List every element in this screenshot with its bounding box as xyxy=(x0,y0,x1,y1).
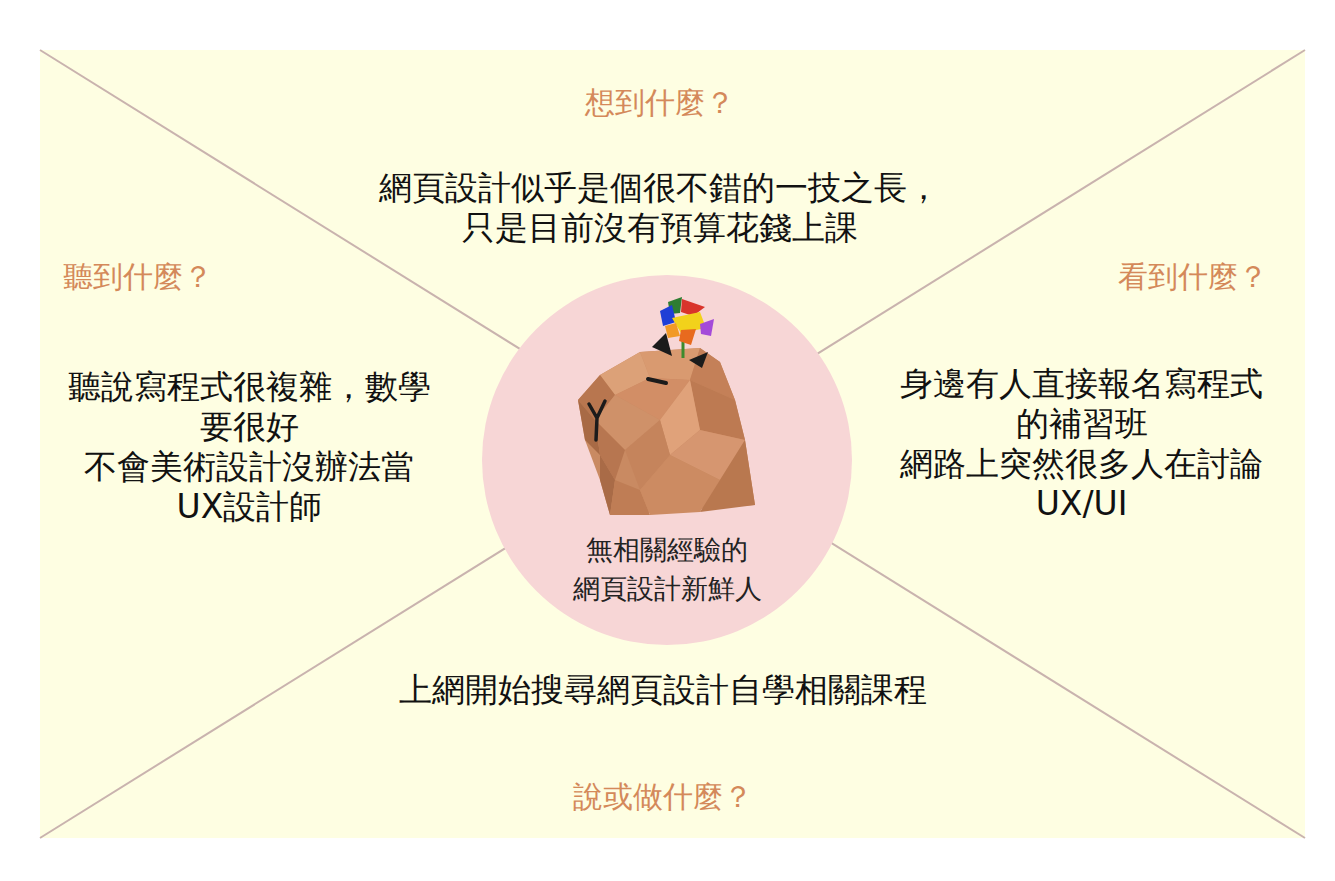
quadrant-body: 聽說寫程式很複雜，數學 要很好 不會美術設計沒辦法當 UX設計師 xyxy=(63,367,436,527)
capybara-ear xyxy=(652,333,672,356)
capybara-nose xyxy=(589,401,605,440)
map-quadrant: 看到什麼？ 身邊有人直接報名寫程式 的補習班 網路上突然很多人在討論 UX/UI xyxy=(895,257,1268,524)
map-quadrant: 想到什麼？ 網頁設計似乎是個很不錯的一技之長， 只是目前沒有預算花錢上課 xyxy=(375,83,946,248)
map-ground xyxy=(40,50,1305,838)
quadrant-heading: 說或做什麼？ xyxy=(573,777,753,817)
quadrant-body: 身邊有人直接報名寫程式 的補習班 網路上突然很多人在討論 UX/UI xyxy=(895,364,1268,524)
capybara-ear xyxy=(689,352,708,368)
quadrant-body: 網頁設計似乎是個很不錯的一技之長， 只是目前沒有預算花錢上課 xyxy=(375,168,946,248)
capybara-eye xyxy=(648,379,666,383)
persona-label: 無相關經驗的 網頁設計新鮮人 xyxy=(568,530,765,608)
divider-line xyxy=(40,50,1305,838)
capybara-head xyxy=(578,348,755,515)
quadrant-heading: 聽到什麼？ xyxy=(63,257,213,297)
quadrant-heading: 看到什麼？ xyxy=(1118,257,1268,297)
map-quadrant: 說或做什麼？ 上網開始搜尋網頁設計自學相關課程 xyxy=(378,670,949,817)
map-quadrant: 聽到什麼？ 聽說寫程式很複雜，數學 要很好 不會美術設計沒辦法當 UX設計師 xyxy=(63,257,436,527)
flower xyxy=(660,297,714,358)
divider-line xyxy=(40,50,1305,838)
quadrant-heading: 想到什麼？ xyxy=(585,83,735,123)
persona-circle: 無相關經驗的 網頁設計新鮮人 xyxy=(482,275,852,645)
quadrant-body: 上網開始搜尋網頁設計自學相關課程 xyxy=(378,670,949,710)
